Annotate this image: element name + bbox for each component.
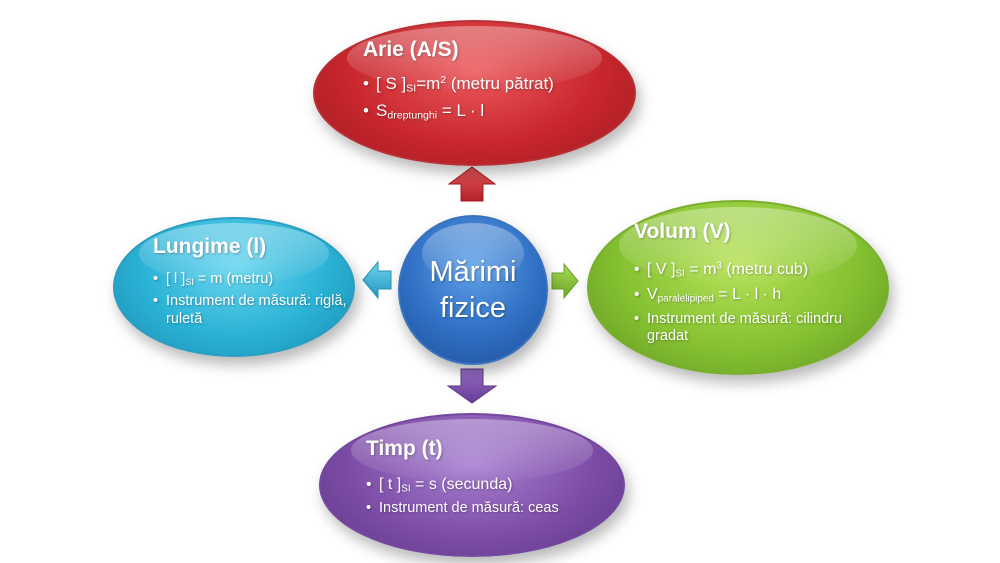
volum-formula-item: Vparalelipiped = L · l · h [634, 285, 874, 305]
timp-title: Timp (t) [366, 437, 443, 460]
arrow-right-icon [551, 262, 579, 300]
volum-title: Volum (V) [634, 220, 731, 243]
arrow-down-icon [447, 368, 497, 404]
timp-instrument-item: Instrument de măsură: ceas [366, 500, 596, 518]
volum-list: [ V ]SI = m3 (metru cub) Vparalelipiped … [634, 260, 874, 351]
lungime-list: [ l ]SI = m (metru) Instrument de măsură… [153, 271, 348, 333]
arrow-up-icon [448, 166, 496, 202]
arie-formula-item: Sdreptunghi = L · l [363, 101, 613, 122]
lungime-node: Lungime (l) [ l ]SI = m (metru) Instrume… [113, 217, 355, 357]
timp-list: [ t ]SI = s (secunda) Instrument de măsu… [366, 475, 596, 523]
volum-instrument-item: Instrument de măsură: cilindru gradat [634, 311, 874, 346]
center-node: Mărimi fizice [398, 215, 548, 365]
timp-unit-item: [ t ]SI = s (secunda) [366, 475, 596, 495]
timp-node: Timp (t) [ t ]SI = s (secunda) Instrumen… [319, 413, 625, 557]
arie-unit-item: [ S ]SI=m2 (metru pătrat) [363, 74, 613, 95]
volum-unit-item: [ V ]SI = m3 (metru cub) [634, 260, 874, 280]
center-label: Mărimi fizice [429, 255, 517, 324]
lungime-unit-item: [ l ]SI = m (metru) [153, 271, 348, 289]
arie-list: [ S ]SI=m2 (metru pătrat) Sdreptunghi = … [363, 74, 613, 129]
lungime-instrument-item: Instrument de măsură: riglă, ruletă [153, 293, 348, 328]
arie-node: Arie (A/S) [ S ]SI=m2 (metru pătrat) Sdr… [313, 20, 636, 166]
volum-node: Volum (V) [ V ]SI = m3 (metru cub) Vpara… [587, 200, 889, 375]
arrow-left-icon [362, 260, 392, 300]
arie-title: Arie (A/S) [363, 38, 459, 61]
lungime-title: Lungime (l) [153, 235, 267, 258]
